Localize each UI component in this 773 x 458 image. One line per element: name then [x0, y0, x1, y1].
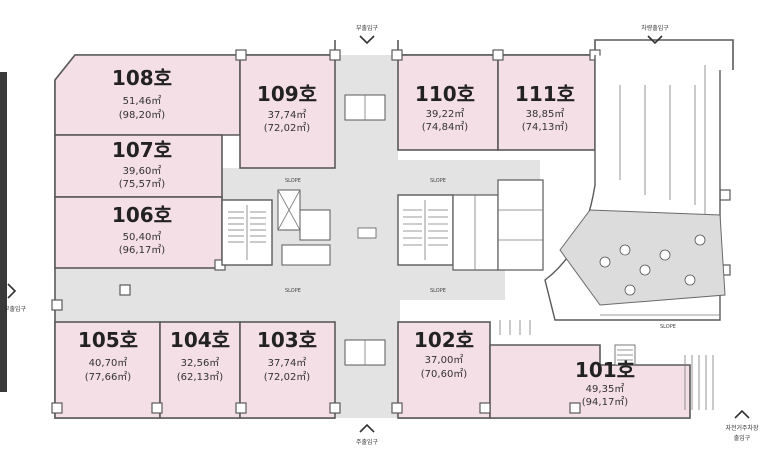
- room-101: [489, 344, 691, 419]
- room-area: 37,00㎡: [425, 354, 464, 366]
- bike-racks: [499, 320, 714, 410]
- room-area: 37,74㎡: [268, 109, 307, 121]
- room-label-101: 101호 49,35㎡ (94,17㎡): [575, 358, 635, 408]
- room-area-gross: (94,17㎡): [582, 396, 629, 408]
- room-label-104: 104호 32,56㎡ (62,13㎡): [170, 328, 230, 383]
- room-label-111: 111호 38,85㎡ (74,13㎡): [515, 82, 575, 133]
- entrance-bottom-right-label-2: 출입구: [734, 434, 751, 442]
- room-name: 110호: [415, 82, 475, 106]
- room-area-gross: (96,17㎡): [119, 244, 166, 256]
- room-area: 51,46㎡: [123, 95, 162, 107]
- room-area: 49,35㎡: [586, 383, 625, 395]
- room-area-gross: (72,02㎡): [264, 122, 311, 134]
- room-area: 38,85㎡: [526, 108, 565, 120]
- room-area: 50,40㎡: [123, 231, 162, 243]
- room-label-106: 106호 50,40㎡ (96,17㎡): [112, 203, 172, 256]
- room-110: [397, 54, 499, 151]
- stairwell-right: [397, 179, 544, 271]
- entrance-top: 부출입구: [356, 24, 379, 45]
- slope-label-5: SLOPE: [660, 324, 676, 330]
- room-area-gross: (75,57㎡): [119, 178, 166, 190]
- room-109: [239, 54, 336, 169]
- room-area-gross: (62,13㎡): [177, 371, 224, 383]
- room-area: 32,56㎡: [181, 357, 220, 369]
- room-label-102: 102호 37,00㎡ (70,60㎡): [414, 328, 474, 380]
- entrance-left: 부출입구: [4, 283, 27, 313]
- room-name: 106호: [112, 203, 172, 227]
- room-label-103: 103호 37,74㎡ (72,02㎡): [257, 328, 317, 383]
- structural-columns: [51, 49, 731, 414]
- arrow-up-icon: [734, 409, 750, 419]
- room-104: [159, 321, 241, 419]
- room-area: 39,60㎡: [123, 165, 162, 177]
- room-name: 103호: [257, 328, 317, 352]
- room-name: 102호: [414, 328, 474, 352]
- entrance-bottom: 주출입구: [356, 423, 379, 446]
- corridor: [55, 55, 540, 418]
- room-area: 40,70㎡: [89, 357, 128, 369]
- parking-garden: [544, 55, 726, 366]
- room-name: 111호: [515, 82, 575, 106]
- entrance-top-right: 차량출입구: [641, 24, 669, 45]
- slope-label-2: SLOPE: [285, 288, 301, 294]
- room-area-gross: (77,66㎡): [85, 371, 132, 383]
- room-103: [239, 321, 336, 419]
- room-area-gross: (70,60㎡): [421, 368, 468, 380]
- arrow-right-icon: [7, 283, 17, 299]
- room-name: 107호: [112, 138, 172, 162]
- room-area-gross: (74,13㎡): [522, 121, 569, 133]
- slope-label-1: SLOPE: [285, 178, 301, 184]
- entrance-left-label: 부출입구: [4, 305, 27, 313]
- room-name: 109호: [257, 82, 317, 106]
- entrance-bottom-right: 자전거주차장 출입구: [725, 409, 759, 442]
- room-label-108: 108호 51,46㎡ (98,20㎡): [112, 66, 172, 121]
- room-label-109: 109호 37,74㎡ (72,02㎡): [257, 82, 317, 134]
- slope-label-3: SLOPE: [430, 178, 446, 184]
- stairwell-left: [221, 189, 331, 266]
- room-102: [397, 321, 491, 419]
- room-name: 105호: [78, 328, 138, 352]
- arrow-up-icon: [359, 423, 375, 433]
- room-105: [54, 321, 161, 419]
- entrance-top-right-label: 차량출입구: [641, 24, 669, 32]
- room-label-105: 105호 40,70㎡ (77,66㎡): [78, 328, 138, 383]
- room-name: 104호: [170, 328, 230, 352]
- arrow-down-icon: [359, 35, 375, 45]
- room-area-gross: (72,02㎡): [264, 371, 311, 383]
- left-border-bar: [0, 72, 7, 392]
- room-label-107: 107호 39,60㎡ (75,57㎡): [112, 138, 172, 190]
- entrance-top-label: 부출입구: [356, 24, 379, 32]
- room-name: 101호: [575, 358, 635, 382]
- lobby-doors: [344, 94, 386, 366]
- room-label-110: 110호 39,22㎡ (74,84㎡): [415, 82, 475, 133]
- room-name: 108호: [112, 66, 172, 90]
- room-area: 39,22㎡: [426, 108, 465, 120]
- entrance-bottom-right-label-1: 자전거주차장: [725, 424, 759, 432]
- room-area-gross: (74,84㎡): [422, 121, 469, 133]
- slope-label-4: SLOPE: [430, 288, 446, 294]
- room-area-gross: (98,20㎡): [119, 109, 166, 121]
- entrance-bottom-label: 주출입구: [356, 438, 379, 446]
- room-area: 37,74㎡: [268, 357, 307, 369]
- arrow-down-icon: [647, 35, 663, 45]
- room-106: [54, 196, 223, 269]
